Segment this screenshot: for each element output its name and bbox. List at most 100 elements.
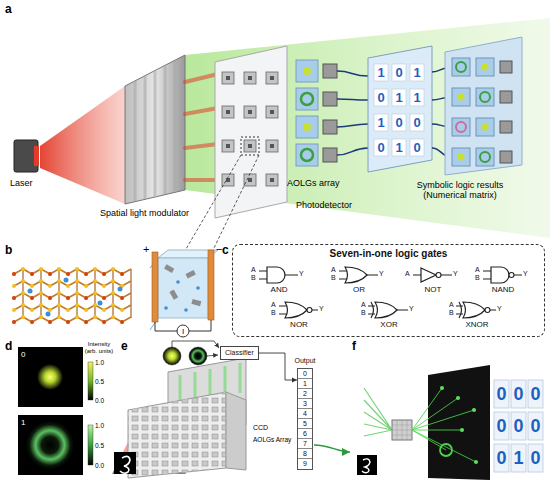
state-tag: 0 bbox=[21, 350, 25, 359]
pin-name: A bbox=[331, 266, 336, 274]
aolg-array-panel bbox=[248, 110, 252, 114]
aolg-array-panel bbox=[215, 46, 287, 218]
numerical-matrix-panel bbox=[410, 139, 424, 156]
colorbar-tick: 1.0 bbox=[95, 359, 104, 366]
device-cell bbox=[176, 280, 180, 284]
matrix-digit: 0 bbox=[528, 417, 543, 435]
panel-letter: a bbox=[5, 3, 12, 17]
output-panel bbox=[480, 152, 490, 162]
matrix-digit: 0 bbox=[392, 66, 406, 79]
pin-name: Y bbox=[523, 270, 528, 278]
light-beam bbox=[40, 18, 550, 238]
aolg-array-panel bbox=[248, 76, 252, 80]
pin-name: B bbox=[361, 309, 366, 317]
numerical-matrix-panel bbox=[392, 139, 406, 156]
photodetector-group bbox=[303, 123, 311, 131]
colorbar-title: Intensity (arb. units) bbox=[84, 341, 114, 355]
aolg-array-panel bbox=[241, 137, 259, 155]
output-panel bbox=[476, 148, 494, 166]
matrix-digit: 0 bbox=[494, 385, 509, 403]
beam-profile-images bbox=[18, 347, 83, 407]
aolg-array-panel bbox=[244, 106, 256, 118]
aolg-array-panel bbox=[270, 144, 274, 148]
slm-panel bbox=[125, 55, 185, 204]
classifier-box: Classifier bbox=[220, 346, 259, 360]
recognition-setup bbox=[207, 355, 218, 356]
photodetector-group bbox=[301, 149, 313, 161]
aolg-array-panel bbox=[266, 72, 278, 84]
photodetector-group bbox=[301, 93, 313, 105]
gate-name: XOR bbox=[361, 321, 417, 330]
crystal-lattice bbox=[64, 278, 69, 283]
aolg-array-panel bbox=[244, 140, 256, 152]
recognition-setup bbox=[128, 392, 226, 478]
crystal-lattice bbox=[14, 293, 131, 298]
pin-name: B bbox=[271, 309, 276, 317]
output-panel bbox=[482, 64, 489, 71]
recognition-setup bbox=[189, 347, 207, 365]
output-panel bbox=[476, 88, 494, 106]
dashed-group-box: Seven-in-one logic gatesANDORNOTNANDNORX… bbox=[232, 244, 545, 337]
colorbar-tick: 0.0 bbox=[95, 397, 104, 404]
class-digit: 4 bbox=[298, 409, 312, 419]
gate-symbol bbox=[251, 265, 307, 285]
logic-gate: NOR bbox=[271, 300, 327, 331]
photodetector-group bbox=[296, 88, 318, 110]
numerical-matrix-panel bbox=[410, 64, 424, 81]
class-digit: 2 bbox=[298, 389, 312, 399]
aolg-array-panel bbox=[186, 155, 259, 249]
group-title: Seven-in-one logic gates bbox=[233, 248, 544, 260]
output-cell: 5 bbox=[298, 419, 312, 429]
logic-gate: OR bbox=[331, 265, 387, 296]
aolg-array-panel bbox=[222, 140, 234, 152]
pin-name: Y bbox=[299, 270, 304, 278]
aolg-array-panel bbox=[244, 174, 256, 186]
logic-readout-setup bbox=[528, 412, 543, 440]
gate-symbol bbox=[449, 300, 505, 320]
device-cell bbox=[196, 286, 200, 290]
logic-readout-setup bbox=[392, 420, 412, 440]
gate-symbol bbox=[405, 265, 461, 285]
photodetector-group bbox=[323, 64, 337, 78]
gate-name: NOT bbox=[405, 286, 461, 295]
device-cell bbox=[208, 250, 214, 320]
aolg-array-panel bbox=[266, 106, 278, 118]
device-cell bbox=[186, 270, 196, 278]
photodetector-group bbox=[323, 92, 337, 106]
colorbar-tick: 0.5 bbox=[95, 442, 104, 449]
aolg-array-panel bbox=[270, 178, 274, 182]
output-panel bbox=[500, 91, 512, 103]
photodetector-group bbox=[296, 144, 318, 166]
slm-panel bbox=[135, 61, 175, 201]
numerical-matrix-panel bbox=[374, 64, 388, 81]
aolg-array-panel bbox=[226, 76, 230, 80]
class-digit: 7 bbox=[298, 439, 312, 449]
output-panel bbox=[458, 94, 465, 101]
photodetector-group bbox=[323, 148, 337, 162]
crystal-lattice bbox=[14, 269, 131, 274]
gate-name: OR bbox=[331, 286, 387, 295]
part-label: CCD bbox=[253, 424, 268, 432]
crystal-lattice bbox=[46, 312, 51, 317]
output-panel bbox=[476, 118, 494, 136]
device-cell bbox=[164, 264, 201, 306]
output-panel bbox=[456, 62, 466, 72]
class-digit: 8 bbox=[298, 449, 312, 459]
recognition-setup bbox=[172, 341, 219, 348]
beam-profile-images bbox=[18, 347, 93, 475]
output-panel bbox=[500, 61, 512, 163]
pin-name: A bbox=[251, 266, 256, 274]
matrix-digit: 0 bbox=[374, 141, 388, 154]
colorbar-tick: 1.0 bbox=[95, 422, 104, 429]
red-beamlets bbox=[185, 74, 218, 180]
logic-readout-setup bbox=[511, 444, 526, 472]
crystal-lattice bbox=[14, 293, 131, 298]
part-label: Laser bbox=[10, 178, 33, 188]
pin-name: B bbox=[449, 309, 454, 317]
crystal-lattice bbox=[14, 293, 131, 298]
logic-readout-setup bbox=[511, 380, 526, 408]
gate-name: NAND bbox=[475, 286, 531, 295]
output-panel bbox=[452, 58, 470, 76]
